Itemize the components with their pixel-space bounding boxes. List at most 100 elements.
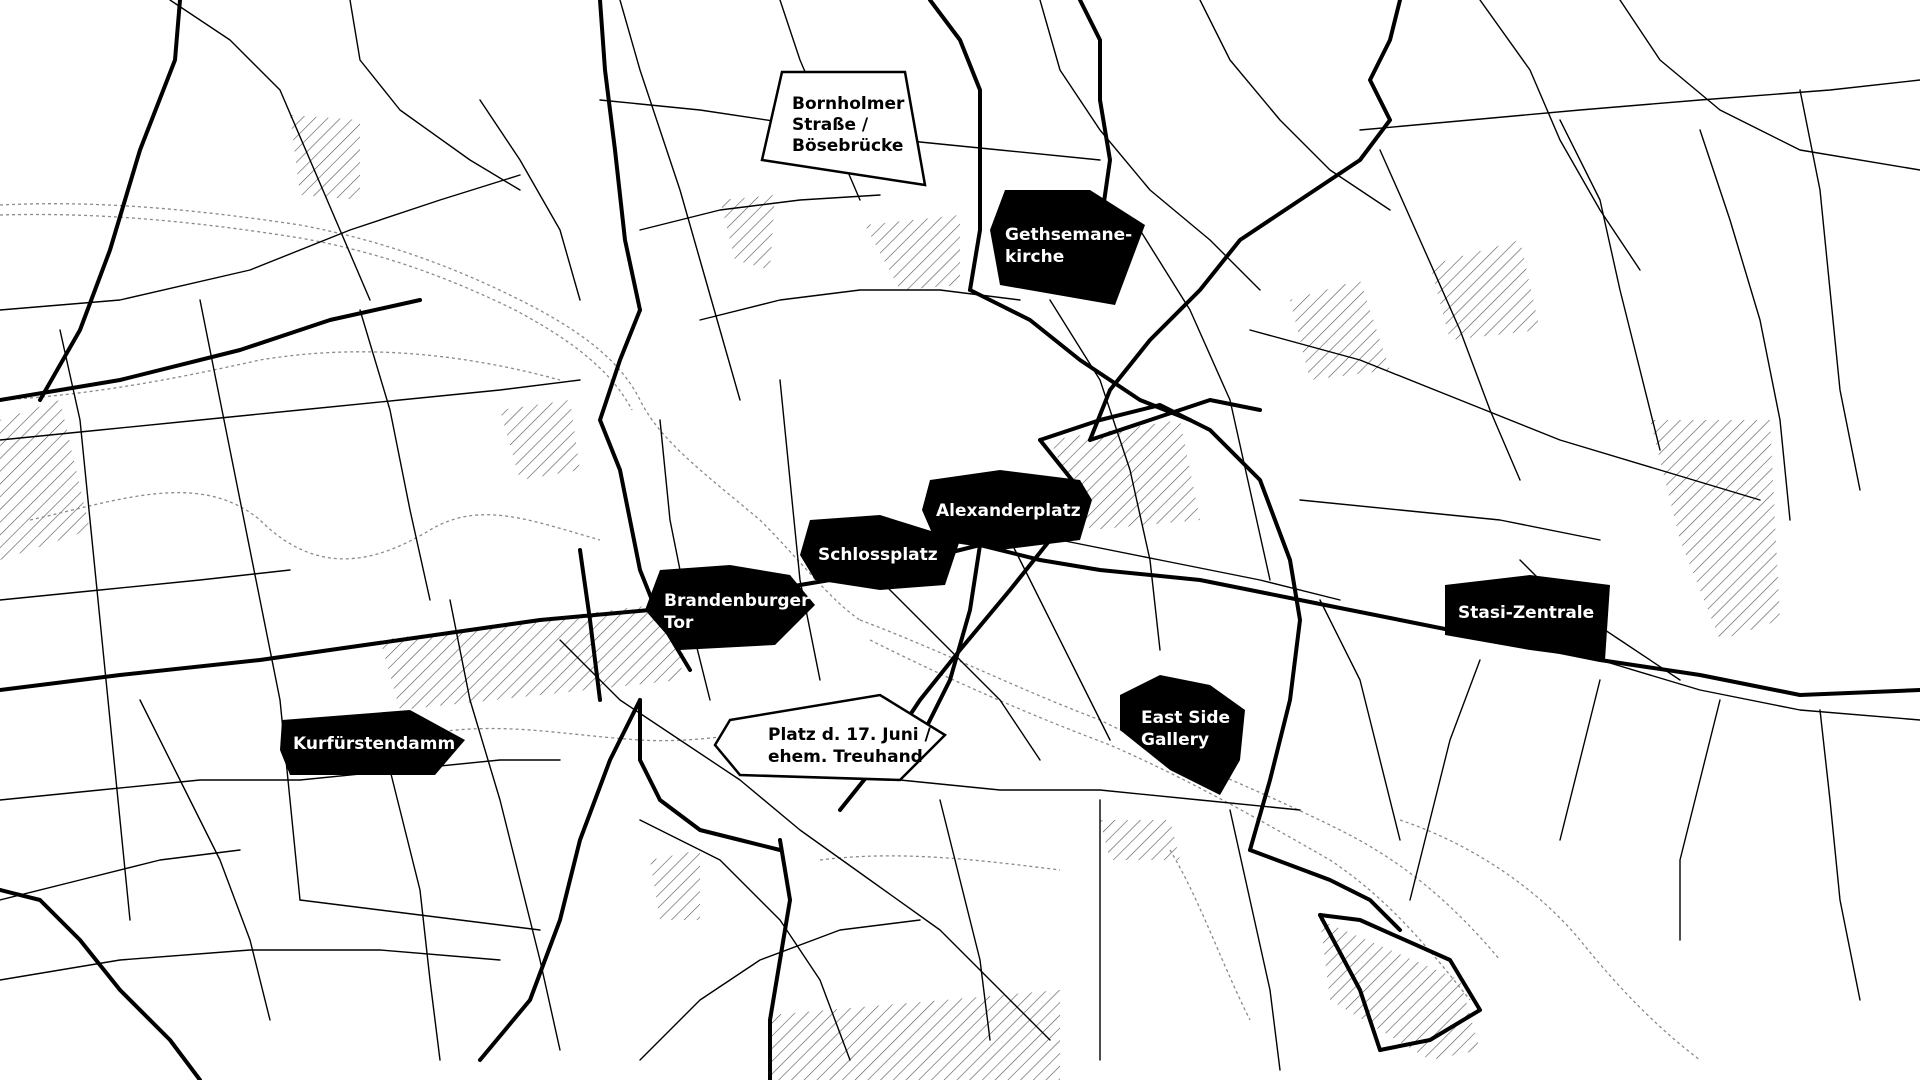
street [1049,299,1161,651]
major-road [1318,913,1382,1052]
platz17-label-line-1: Platz d. 17. Juni / [768,725,932,745]
street [639,919,921,1061]
street [1699,129,1791,521]
kurfuerstendamm-marker[interactable] [280,710,465,775]
platz17-marker[interactable] [713,693,948,782]
street [59,329,131,921]
major-road [0,543,1920,697]
street [1819,709,1861,1001]
street [899,779,1301,811]
park-area [1100,820,1180,860]
street [619,0,741,401]
street [379,729,441,1061]
street [1409,659,1481,901]
bornholmer-label-line-3: Bösebrücke [792,136,903,156]
street [199,299,301,901]
gethsemane-label: Gethsemane- kirche [1005,225,1138,267]
street [639,819,851,1061]
river [1169,849,1251,1021]
street [639,194,881,231]
street [349,0,521,191]
major-road [38,0,182,402]
eastside-label: East Side Gallery [1141,708,1236,750]
street [0,174,521,311]
river [1399,819,1701,1061]
stasi-marker[interactable] [1445,575,1610,660]
landmark-labels: Bornholmer Straße / Bösebrücke Gethseman… [293,94,1594,767]
park-area [290,115,360,200]
street [1059,539,1341,601]
major-road [1038,403,1302,852]
gethsemane-marker[interactable] [990,190,1145,305]
bornholmer-marker[interactable] [760,70,927,187]
park-area [865,215,960,290]
park-area [1290,280,1390,380]
major-road [1248,848,1402,932]
park-area [720,195,775,270]
street [1039,0,1261,291]
eastside-marker[interactable] [1120,675,1245,795]
schlossplatz-label: Schlossplatz [818,545,938,565]
brandenburger-label-line-1: Brandenburger [664,591,810,611]
eastside-label-line-1: East Side [1141,708,1230,728]
park-area [500,400,580,480]
eastside-label-line-2: Gallery [1141,730,1209,750]
stasi-label: Stasi-Zentrale [1458,603,1594,623]
park-area [380,600,690,710]
bornholmer-label-line-1: Bornholmer [792,94,905,114]
river [29,492,601,560]
major-road [968,288,1192,422]
schlossplatz-label-line-1: Schlossplatz [818,545,938,565]
park-area [1430,240,1540,340]
street [1199,0,1391,211]
schlossplatz-marker[interactable] [800,515,960,590]
river [869,639,1471,1001]
street [0,569,291,601]
river [0,203,861,621]
stasi-label-line-1: Stasi-Zentrale [1458,603,1594,623]
major-road [638,698,782,852]
park-area [650,850,700,920]
street [1619,0,1920,171]
river [0,213,633,411]
street [559,639,1051,1041]
alexanderplatz-marker[interactable] [922,470,1092,550]
gethsemane-label-line-2: kirche [1005,247,1064,267]
major-road [928,0,982,292]
major-road [478,698,642,1062]
street [1479,0,1641,271]
alexanderplatz-label: Alexanderplatz [936,501,1081,521]
major-road [768,838,792,1080]
street [1299,499,1601,541]
platz17-label-line-2: ehem. Treuhand [768,747,923,767]
street [1559,679,1601,841]
street [1139,229,1271,581]
brandenburger-label: Brandenburger Tor [664,591,815,633]
major-road [1088,398,1262,442]
major-road [1088,0,1402,442]
street [1559,119,1661,451]
street [999,519,1111,741]
major-road [0,888,202,1080]
landmark-markers [280,70,1610,795]
street [939,799,991,1041]
street [299,899,541,931]
major-road [578,548,602,702]
park-area [1650,420,1780,640]
river [819,855,1061,871]
bornholmer-label-line-2: Straße / [792,115,869,135]
major-road [0,298,422,402]
street [359,309,431,601]
street [1229,809,1281,1071]
street [0,379,581,441]
alexanderplatz-label-line-1: Alexanderplatz [936,501,1081,521]
street [779,379,821,681]
street [479,99,581,301]
park-area [0,400,90,560]
street [0,949,501,981]
street [0,849,241,901]
street [449,599,561,1051]
brandenburger-marker[interactable] [645,565,815,650]
